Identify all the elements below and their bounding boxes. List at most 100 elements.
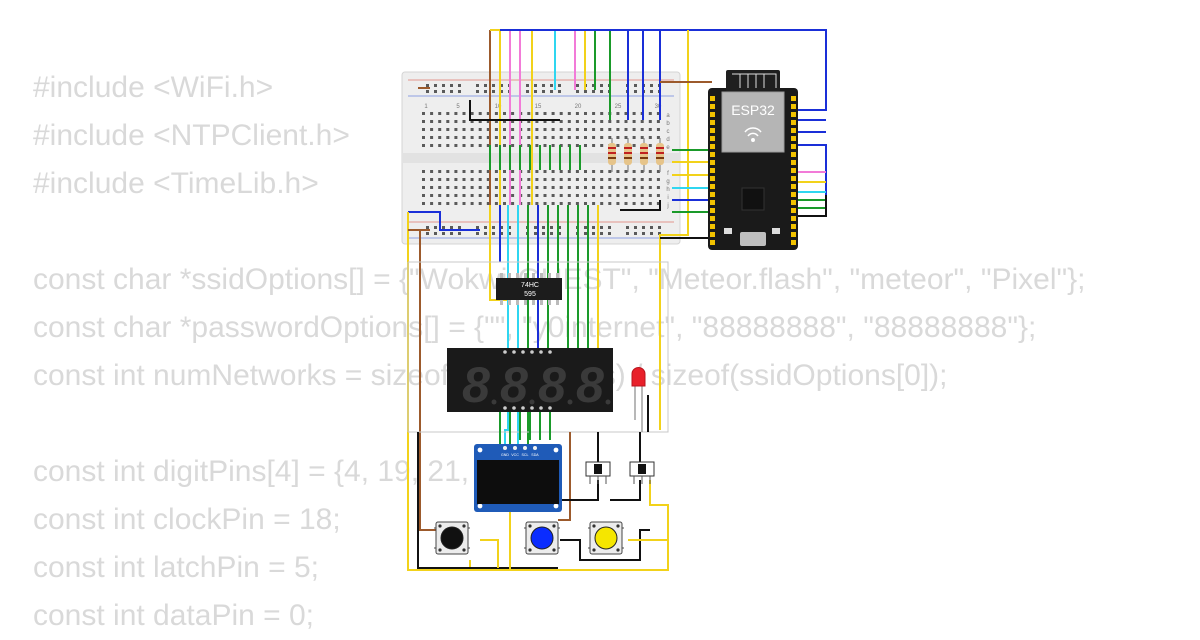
- breadboard-hole: [430, 170, 434, 173]
- breadboard-hole: [608, 170, 612, 173]
- breadboard-hole: [616, 120, 620, 123]
- segment-decimal-point: [567, 399, 573, 405]
- breadboard-hole: [600, 84, 603, 87]
- chip-pin: [532, 300, 535, 305]
- segment-pin: [548, 406, 552, 410]
- breadboard-hole: [584, 194, 587, 197]
- breadboard-hole: [535, 178, 539, 181]
- breadboard-hole: [584, 136, 587, 139]
- breadboard-hole: [535, 112, 539, 115]
- breadboard-hole: [616, 178, 620, 181]
- push-button[interactable]: [524, 521, 560, 555]
- breadboard-hole: [550, 232, 553, 235]
- breadboard-hole: [527, 136, 531, 139]
- breadboard-hole: [458, 226, 461, 229]
- breadboard-hole: [476, 90, 479, 93]
- push-button-cap[interactable]: [440, 526, 464, 550]
- breadboard-hole: [592, 120, 596, 123]
- slide-switch[interactable]: [585, 461, 611, 484]
- slide-switch[interactable]: [629, 461, 655, 484]
- segment-pin: [521, 406, 525, 410]
- chip-pin: [524, 273, 527, 278]
- breadboard-column-label: 15: [535, 104, 542, 110]
- breadboard-hole: [642, 232, 645, 235]
- breadboard-hole: [438, 202, 442, 205]
- breadboard-hole: [600, 178, 604, 181]
- breadboard-hole: [470, 202, 474, 205]
- breadboard-hole: [434, 84, 437, 87]
- breadboard-hole: [640, 128, 644, 131]
- breadboard-hole: [567, 128, 571, 131]
- chip-pin: [532, 273, 535, 278]
- breadboard-hole: [462, 194, 466, 197]
- breadboard-row-label: j: [666, 203, 668, 209]
- push-button-cap[interactable]: [594, 526, 618, 550]
- oled-pin: [533, 446, 537, 450]
- segment-digit: 8: [462, 357, 490, 413]
- breadboard-hole: [558, 90, 561, 93]
- breadboard-hole: [462, 128, 466, 131]
- breadboard-hole: [551, 178, 555, 181]
- breadboard-row-label: h: [666, 187, 669, 193]
- breadboard-column-label: 10: [495, 104, 502, 110]
- breadboard-hole: [592, 194, 596, 197]
- breadboard-hole: [438, 170, 442, 173]
- push-button[interactable]: [588, 521, 624, 555]
- breadboard-hole: [656, 170, 660, 173]
- esp32-pin: [710, 136, 715, 141]
- breadboard-hole: [543, 178, 547, 181]
- breadboard-hole: [575, 136, 579, 139]
- breadboard-hole: [434, 232, 437, 235]
- breadboard-hole: [438, 112, 442, 115]
- breadboard-hole: [508, 232, 511, 235]
- breadboard-hole: [430, 186, 434, 189]
- resistor: [656, 138, 664, 172]
- segment-pin: [548, 350, 552, 354]
- breadboard-hole: [600, 202, 604, 205]
- breadboard-hole: [535, 202, 539, 205]
- breadboard-hole: [592, 84, 595, 87]
- esp32-pin: [710, 208, 715, 213]
- breadboard-hole: [442, 90, 445, 93]
- breadboard-hole: [503, 120, 506, 123]
- breadboard-hole: [422, 120, 425, 123]
- esp32-board: ESP32: [708, 70, 798, 250]
- breadboard-hole: [656, 120, 660, 123]
- esp32-pin: [791, 208, 796, 213]
- push-button-cap[interactable]: [530, 526, 554, 550]
- esp32-pin: [710, 120, 715, 125]
- esp32-pin: [791, 104, 796, 109]
- breadboard-hole: [494, 178, 498, 181]
- breadboard-hole: [551, 112, 555, 115]
- breadboard-hole: [551, 170, 555, 173]
- breadboard-hole: [494, 128, 498, 131]
- segment-decimal-point: [529, 399, 535, 405]
- chip-pin: [556, 300, 559, 305]
- segment-digit: 8: [576, 357, 604, 413]
- breadboard-hole: [478, 186, 482, 189]
- breadboard-hole: [626, 232, 629, 235]
- push-button[interactable]: [434, 521, 470, 555]
- breadboard-hole: [494, 194, 498, 197]
- breadboard-row-label: f: [667, 171, 669, 177]
- esp32-pin: [710, 168, 715, 173]
- esp32-pin: [791, 184, 796, 189]
- chip-pin: [508, 273, 511, 278]
- breadboard-hole: [446, 178, 450, 181]
- esp32-pin: [791, 96, 796, 101]
- esp32-pin: [710, 96, 715, 101]
- breadboard-hole: [484, 84, 487, 87]
- breadboard-hole: [650, 232, 653, 235]
- breadboard-hole: [422, 178, 425, 181]
- breadboard-hole: [454, 112, 458, 115]
- breadboard-hole: [462, 120, 466, 123]
- chip-pin: [524, 300, 527, 305]
- breadboard-hole: [626, 226, 629, 229]
- breadboard-hole: [534, 90, 537, 93]
- led: [631, 367, 646, 432]
- breadboard-hole: [592, 90, 595, 93]
- breadboard-hole: [656, 194, 660, 197]
- breadboard-row-label: e: [666, 145, 670, 151]
- resistor: [608, 138, 616, 172]
- breadboard-hole: [492, 226, 495, 229]
